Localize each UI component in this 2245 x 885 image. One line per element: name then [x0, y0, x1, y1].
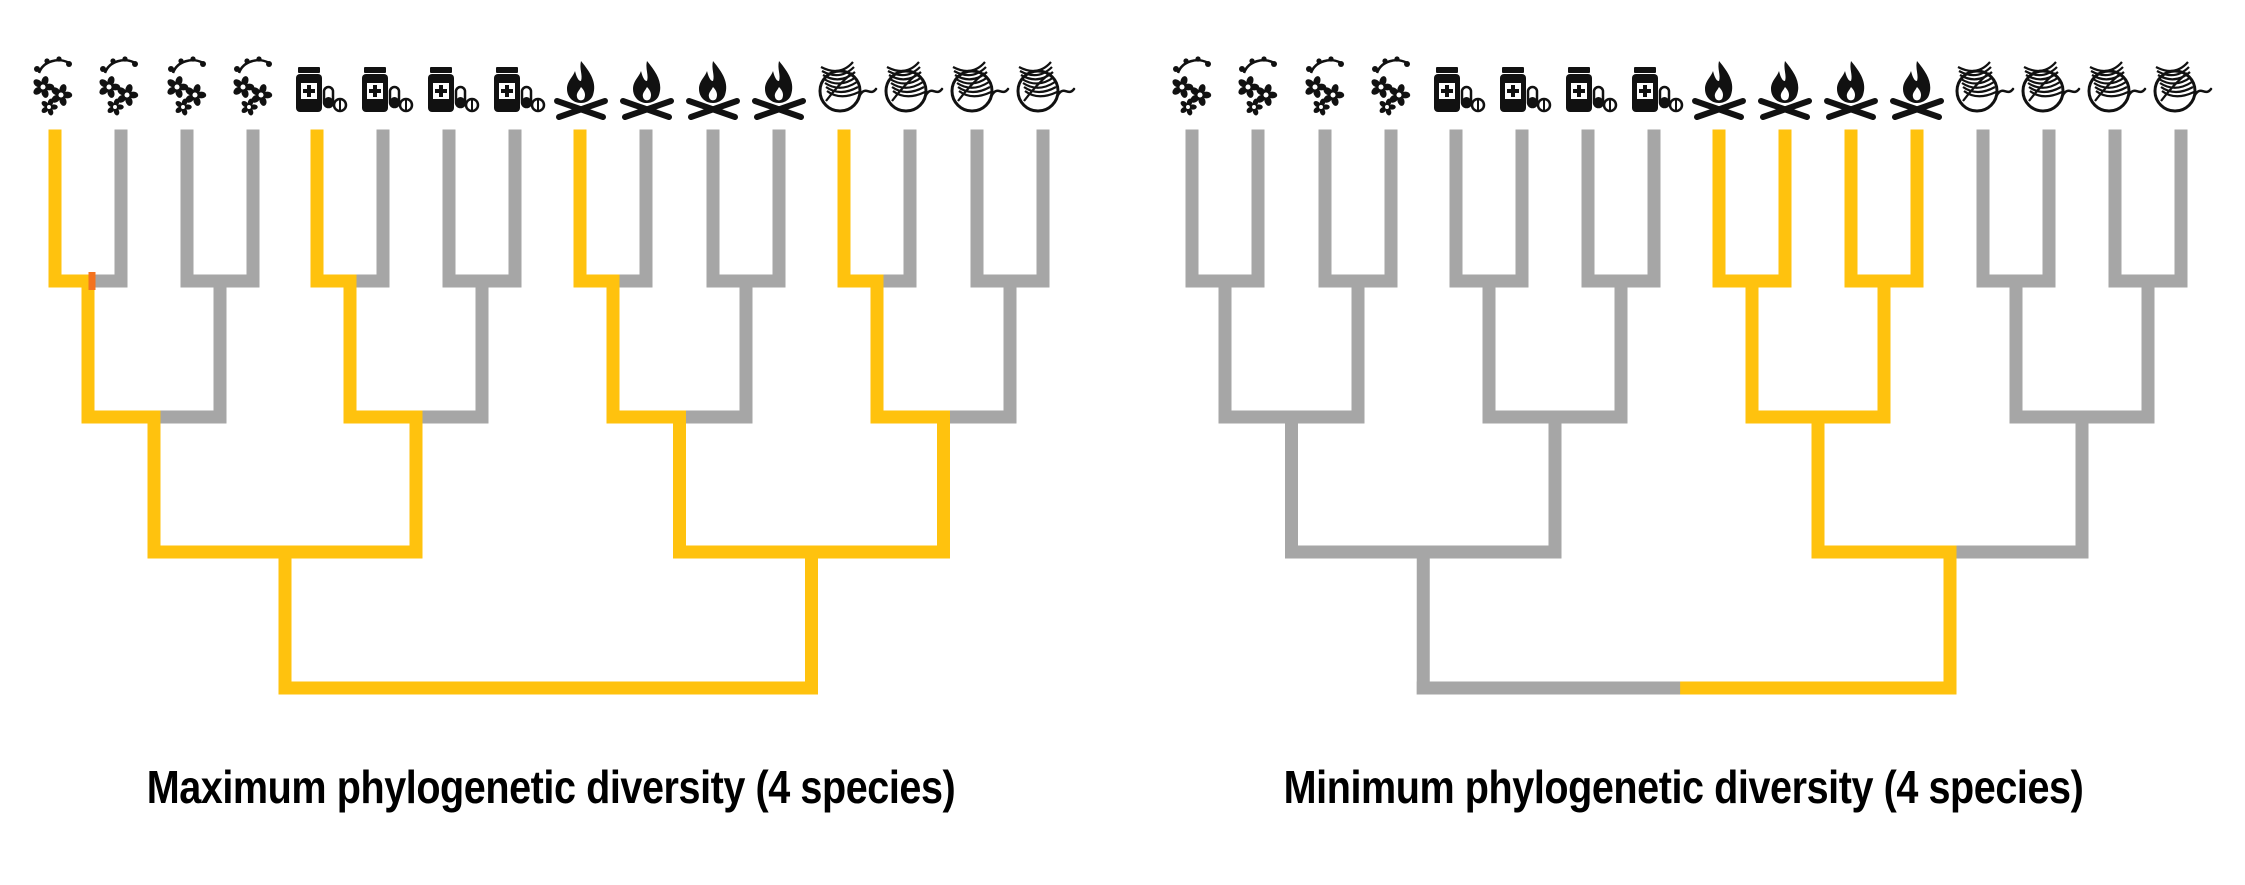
orchid-icon — [1305, 56, 1345, 116]
medicine-icon — [428, 67, 480, 113]
yarn-icon — [884, 61, 944, 113]
yarn-icon — [2087, 61, 2147, 113]
yarn-icon — [1955, 61, 2015, 113]
orchid-icon — [99, 56, 139, 116]
campfire-icon — [1890, 61, 1944, 120]
yarn-icon — [1016, 61, 1076, 113]
min-diversity-panel: Minimum phylogenetic diversity (4 specie… — [1122, 0, 2245, 885]
min-diversity-caption: Minimum phylogenetic diversity (4 specie… — [1283, 761, 2084, 813]
medicine-icon — [1434, 67, 1486, 113]
medicine-icon — [1566, 67, 1618, 113]
yarn-icon — [818, 61, 878, 113]
campfire-icon — [752, 61, 806, 120]
orchid-icon — [1371, 56, 1411, 116]
min-diversity-tree — [1172, 56, 2213, 695]
max-diversity-panel: Maximum phylogenetic diversity (4 specie… — [0, 0, 1122, 885]
campfire-icon — [620, 61, 674, 120]
campfire-icon — [1692, 61, 1746, 120]
yarn-icon — [2153, 61, 2213, 113]
campfire-icon — [554, 61, 608, 120]
yarn-icon — [950, 61, 1010, 113]
campfire-icon — [1758, 61, 1812, 120]
max-diversity-tree — [33, 56, 1076, 695]
medicine-icon — [1632, 67, 1684, 113]
orchid-icon — [1172, 56, 1212, 116]
yarn-icon — [2021, 61, 2081, 113]
orchid-icon — [33, 56, 73, 116]
orchid-icon — [233, 56, 273, 116]
campfire-icon — [1824, 61, 1878, 120]
orchid-icon — [167, 56, 207, 116]
max-diversity-caption: Maximum phylogenetic diversity (4 specie… — [146, 761, 956, 813]
campfire-icon — [686, 61, 740, 120]
medicine-icon — [1500, 67, 1552, 113]
orchid-icon — [1238, 56, 1278, 116]
medicine-icon — [362, 67, 414, 113]
medicine-icon — [494, 67, 546, 113]
medicine-icon — [296, 67, 348, 113]
